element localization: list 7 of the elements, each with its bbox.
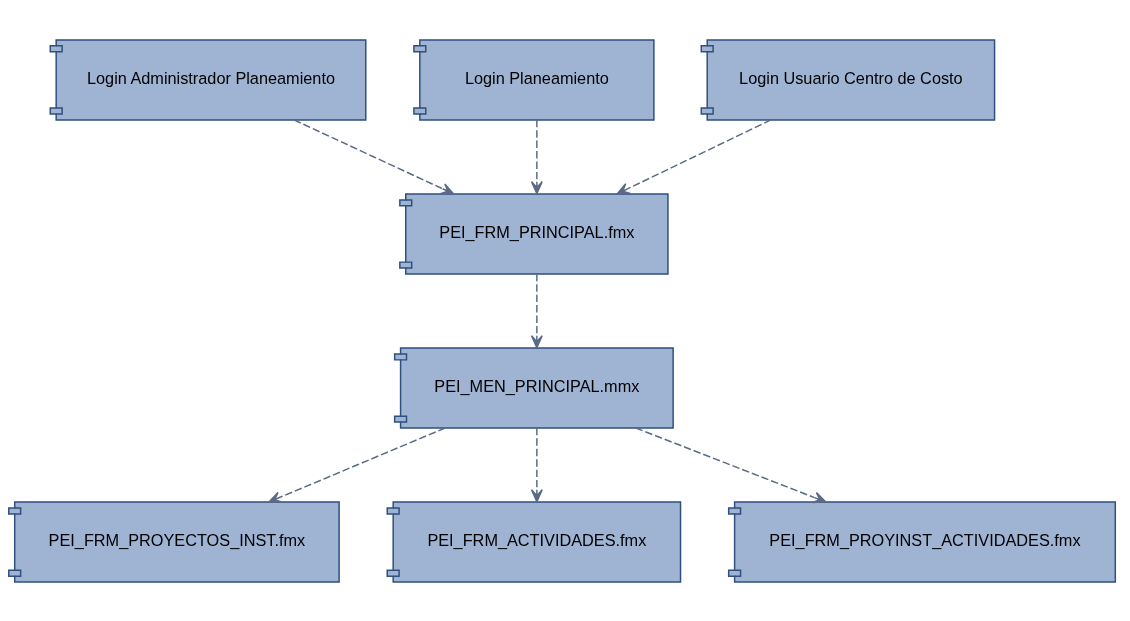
arrow — [530, 118, 543, 194]
arrow — [530, 272, 543, 348]
arrow — [530, 426, 543, 502]
arrow — [293, 118, 455, 195]
arrow — [268, 426, 446, 503]
arrow — [635, 426, 827, 503]
arrow — [616, 118, 772, 195]
